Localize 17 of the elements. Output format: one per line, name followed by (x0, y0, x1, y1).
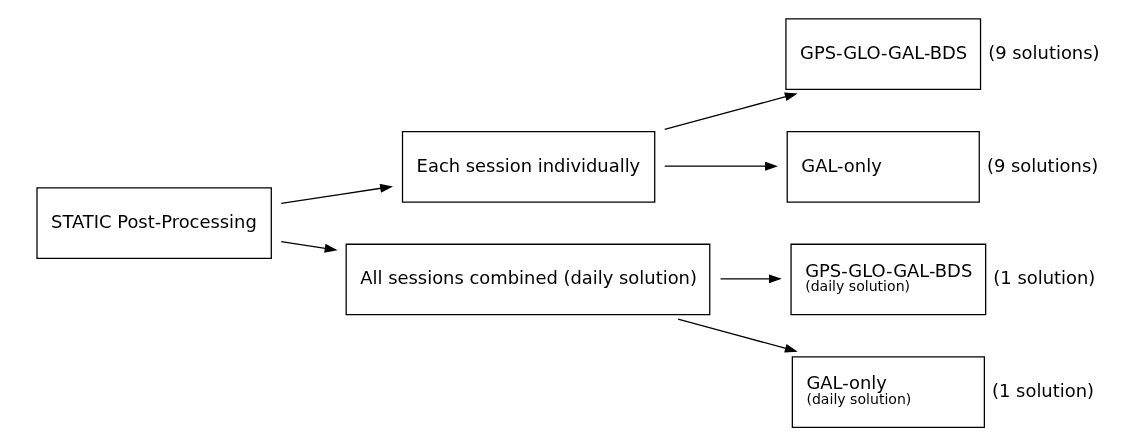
node-box: Each session individually (401, 130, 655, 203)
arrow (663, 161, 778, 171)
arrow (676, 318, 798, 353)
node-label: (1 solution) (992, 267, 1095, 289)
arrow (280, 241, 338, 253)
node-box: GPS-GLO-GAL-BDS (784, 18, 981, 90)
arrow (719, 274, 782, 284)
node-label: (9 solutions) (986, 154, 1098, 176)
arrow (280, 183, 393, 204)
node-box: GAL-only (daily solution) (791, 356, 985, 428)
node-box: GPS-GLO-GAL-BDS (daily solution) (789, 243, 986, 316)
node-box: GAL-only (786, 130, 980, 203)
node-label: (1 solution) (991, 379, 1094, 401)
node-box: All sessions combined (daily solution) (345, 243, 710, 316)
arrow (663, 92, 798, 131)
node-box: STATIC Post-Processing (35, 187, 272, 259)
node-label: (9 solutions) (987, 41, 1100, 63)
